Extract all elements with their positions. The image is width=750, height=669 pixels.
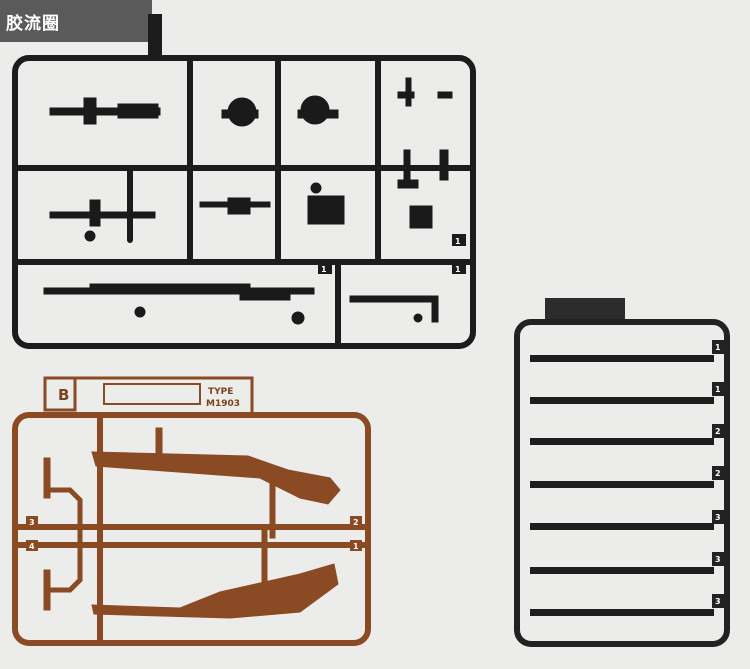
svg-text:2: 2 (715, 469, 721, 478)
brown-stock-runner (12, 376, 371, 646)
bar-runner (514, 298, 730, 647)
black-runner-parts (43, 77, 453, 325)
model-label: M1903 (206, 399, 240, 409)
svg-text:1: 1 (353, 542, 359, 551)
brown-runner-parts (43, 427, 341, 619)
bayonet-part (49, 107, 161, 116)
brown-runner-numbers: 3 4 2 1 (26, 516, 362, 551)
svg-text:2: 2 (715, 427, 721, 436)
watermark-logo: 胶流圈 (0, 0, 152, 42)
runner-letter: B (58, 386, 69, 404)
svg-text:1: 1 (715, 343, 721, 352)
black-runner-numbers: 1 1 1 (318, 234, 466, 274)
rifle-stock-part-lower (91, 563, 339, 619)
bar-runner-numbers: 1 1 2 2 3 3 3 (712, 340, 725, 608)
svg-text:1: 1 (321, 265, 327, 274)
bar-runner-bars (530, 355, 714, 616)
svg-text:3: 3 (715, 597, 721, 606)
svg-text:1: 1 (455, 237, 461, 246)
svg-text:2: 2 (353, 518, 359, 527)
svg-text:3: 3 (715, 555, 721, 564)
svg-text:1: 1 (715, 385, 721, 394)
brand-plate (103, 383, 201, 405)
rifle-stock-part (91, 451, 341, 505)
type-label: TYPE (208, 387, 233, 397)
svg-text:4: 4 (29, 542, 35, 551)
svg-text:3: 3 (29, 518, 35, 527)
black-weapon-runner (12, 14, 476, 349)
svg-text:3: 3 (715, 513, 721, 522)
watermark-text: 胶流圈 (6, 13, 60, 34)
svg-text:1: 1 (455, 265, 461, 274)
